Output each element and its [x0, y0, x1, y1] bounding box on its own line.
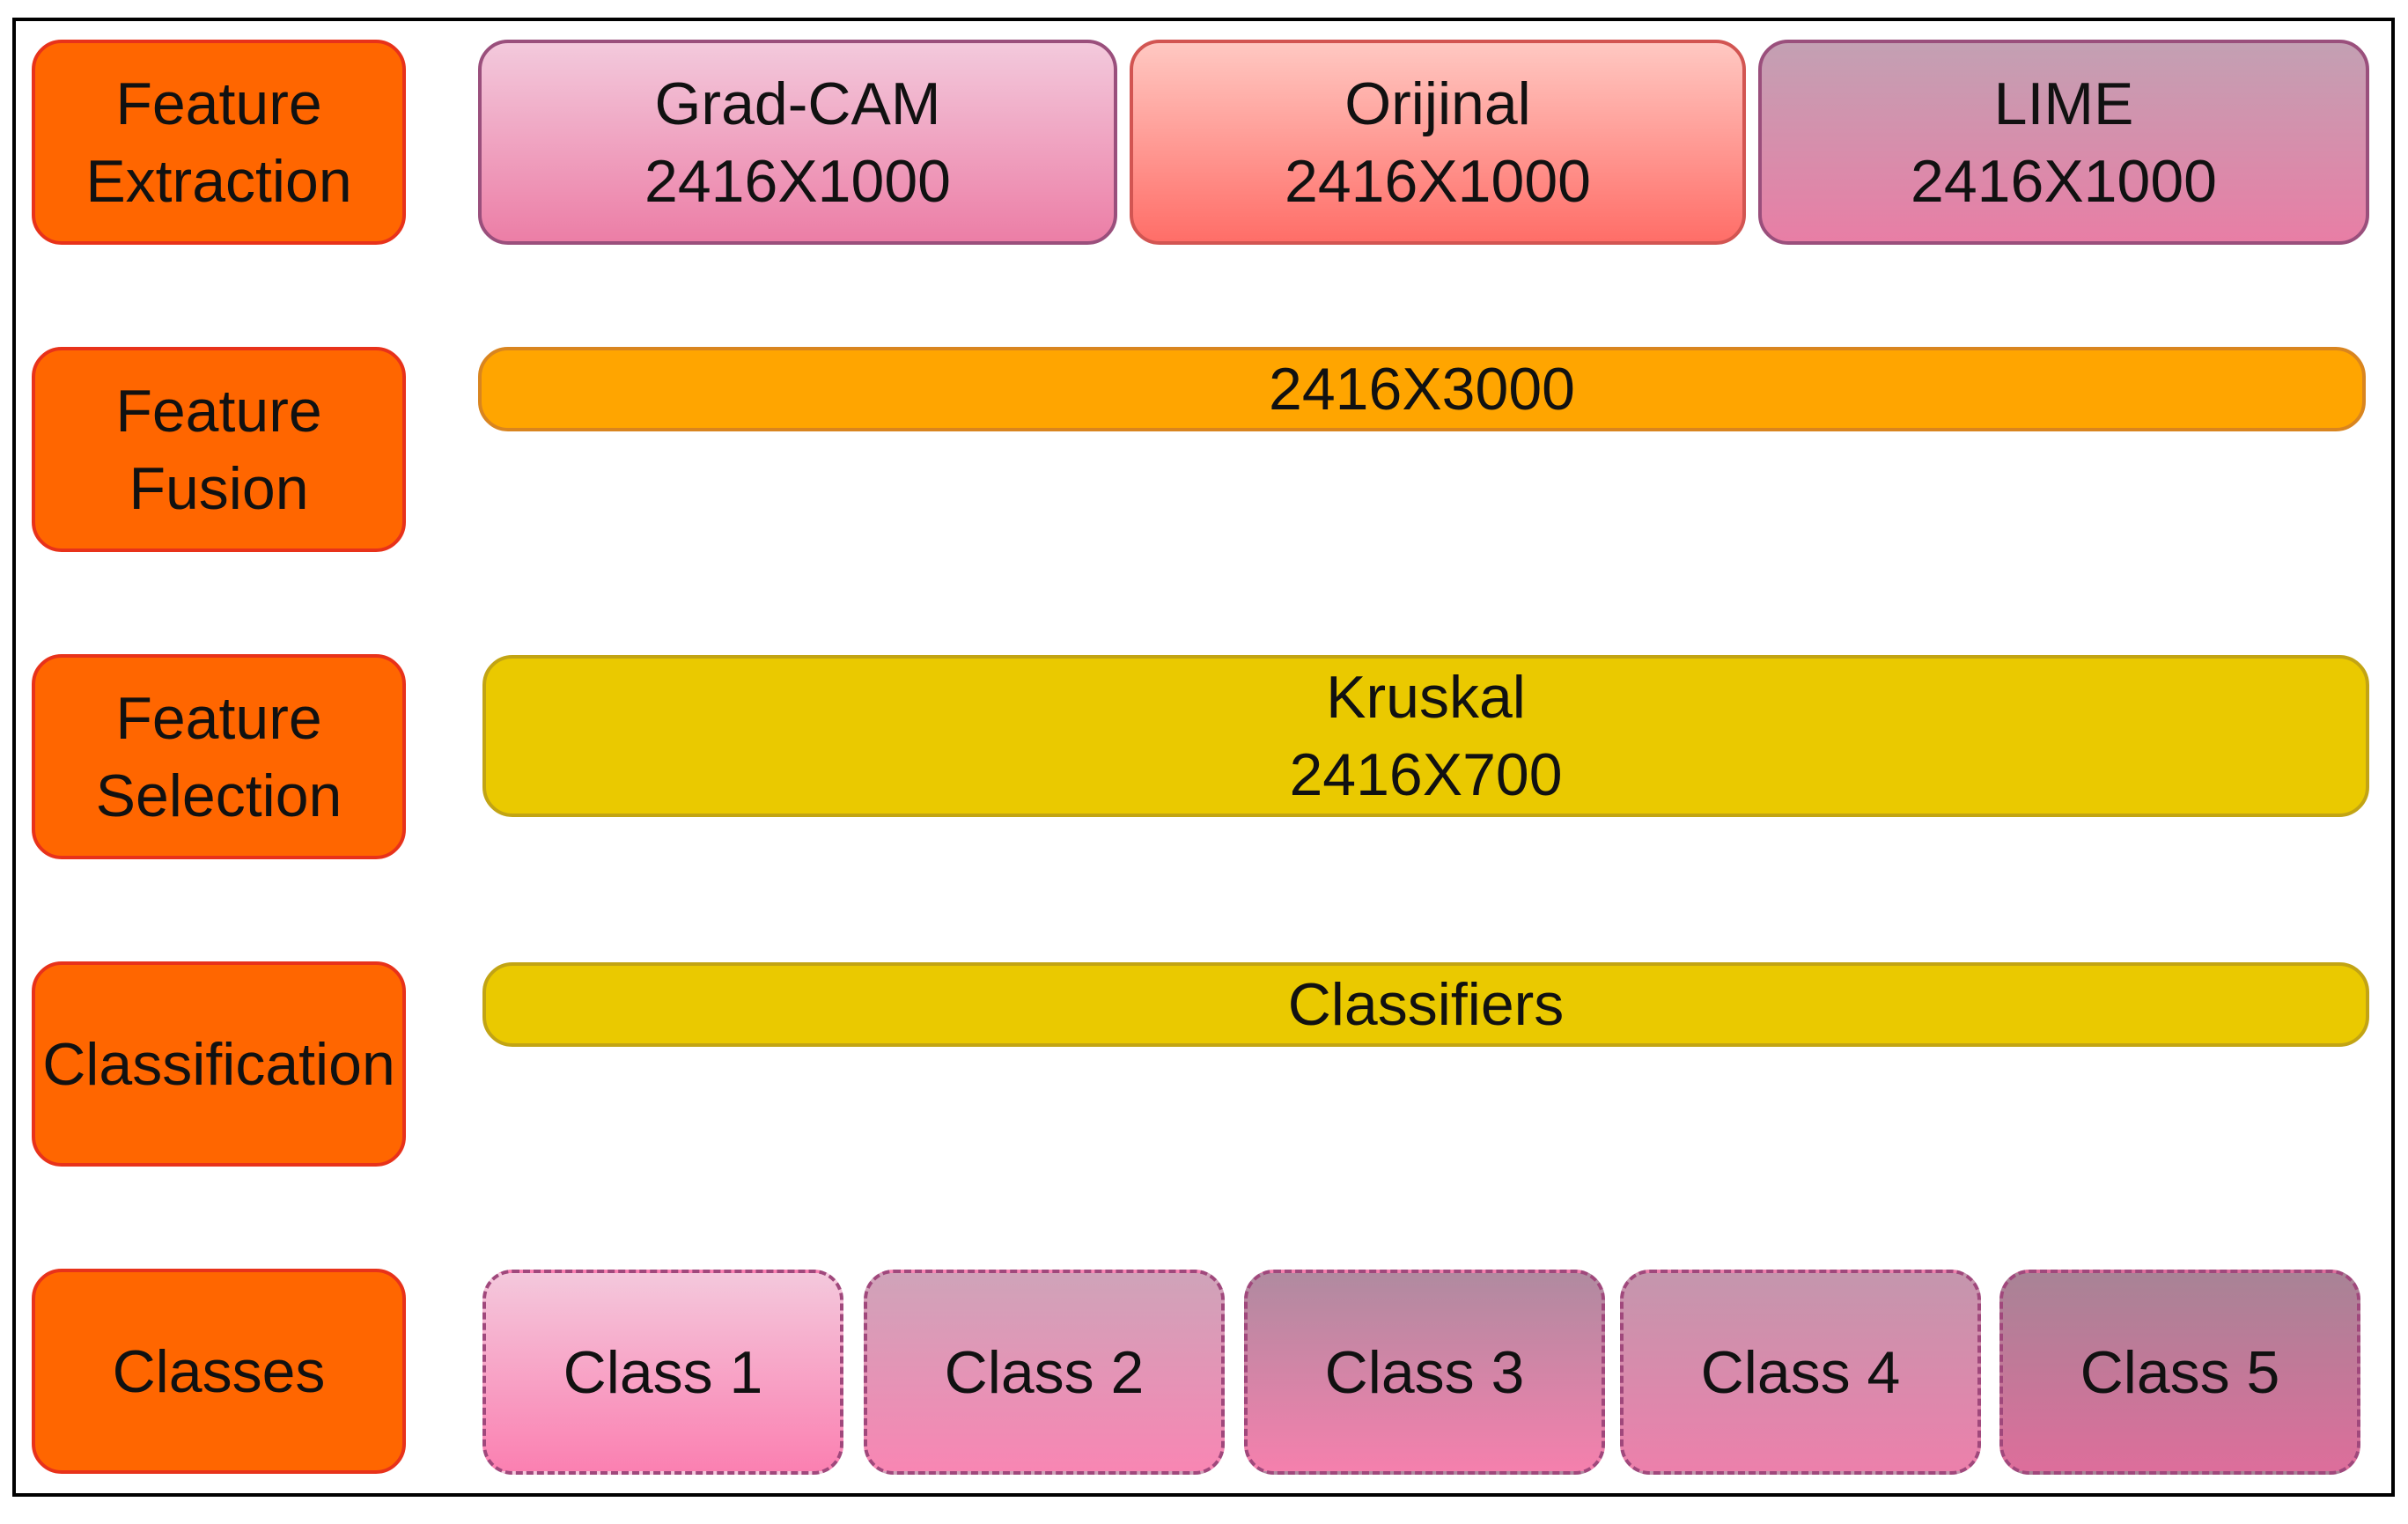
- selection-feature-size: 2416X700: [1289, 741, 1563, 808]
- fusion-box: 2416X3000: [478, 347, 2366, 431]
- stage-label-line: Extraction: [85, 147, 352, 215]
- extraction-feature-size: 2416X1000: [1911, 147, 2217, 215]
- extraction-method-name: LIME: [1993, 70, 2134, 137]
- stage-label-line: Selection: [95, 762, 342, 829]
- stage-classes: Classes: [32, 1269, 406, 1474]
- stage-label-line: Classes: [112, 1337, 326, 1405]
- class-3-box: Class 3: [1244, 1270, 1605, 1475]
- fusion-feature-size: 2416X3000: [1269, 356, 1575, 423]
- class-2-box: Class 2: [864, 1270, 1225, 1475]
- class-label: Class 3: [1324, 1338, 1525, 1406]
- stage-label-line: Feature: [115, 70, 322, 137]
- stage-label-line: Feature: [115, 684, 322, 752]
- extraction-feature-size: 2416X1000: [1285, 147, 1591, 215]
- classifiers-box: Classifiers: [482, 962, 2369, 1047]
- class-1-box: Class 1: [482, 1270, 843, 1475]
- stage-feature-fusion: Feature Fusion: [32, 347, 406, 552]
- classifiers-label: Classifiers: [1287, 971, 1565, 1038]
- class-label: Class 4: [1700, 1338, 1901, 1406]
- extraction-method-name: Grad-CAM: [654, 70, 941, 137]
- stage-feature-selection: Feature Selection: [32, 654, 406, 859]
- class-4-box: Class 4: [1620, 1270, 1981, 1475]
- stage-label-line: Fusion: [129, 454, 309, 522]
- extraction-method-name: Orijinal: [1344, 70, 1531, 137]
- class-5-box: Class 5: [1999, 1270, 2360, 1475]
- stage-label-line: Classification: [42, 1030, 395, 1098]
- class-label: Class 1: [563, 1338, 763, 1406]
- stage-label-line: Feature: [115, 377, 322, 445]
- extraction-gradcam-box: Grad-CAM 2416X1000: [478, 40, 1117, 245]
- selection-box: Kruskal 2416X700: [482, 655, 2369, 817]
- selection-method-name: Kruskal: [1326, 664, 1526, 731]
- extraction-orijinal-box: Orijinal 2416X1000: [1130, 40, 1746, 245]
- class-label: Class 2: [944, 1338, 1145, 1406]
- extraction-lime-box: LIME 2416X1000: [1758, 40, 2369, 245]
- stage-feature-extraction: Feature Extraction: [32, 40, 406, 245]
- class-label: Class 5: [2080, 1338, 2280, 1406]
- extraction-feature-size: 2416X1000: [644, 147, 951, 215]
- stage-classification: Classification: [32, 961, 406, 1167]
